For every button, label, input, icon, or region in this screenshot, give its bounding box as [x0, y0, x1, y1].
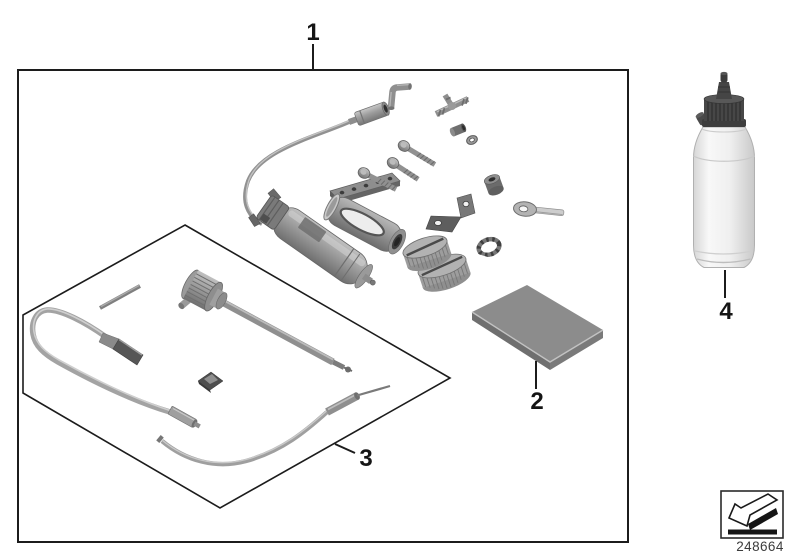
- hex-socket-screw: [386, 157, 420, 182]
- legend-box: [720, 490, 784, 539]
- callout-2: 2: [530, 388, 544, 415]
- washer: [466, 135, 478, 145]
- hex-socket-screw: [397, 140, 437, 167]
- callout-1: 1: [306, 19, 320, 46]
- rubber-bushing: [483, 174, 504, 196]
- callout-4: 4: [719, 298, 733, 325]
- valve-tool: [178, 269, 353, 373]
- cloth-pad: [471, 285, 604, 370]
- return-part-arrow-icon: [727, 493, 779, 535]
- tool-kit-box-outline: [17, 69, 629, 543]
- t-fitting: [434, 93, 470, 117]
- leader-lines: [312, 44, 726, 454]
- sealant-cartridge: [248, 188, 376, 289]
- holder-bracket: [323, 193, 406, 255]
- hose-with-handle: [29, 307, 201, 429]
- drawing-number: 248664: [736, 539, 784, 554]
- retaining-clip: [197, 371, 224, 393]
- angle-bracket: [425, 193, 476, 233]
- callout-3: 3: [359, 445, 373, 472]
- filler-hose-with-connector: [243, 101, 390, 226]
- nut: [449, 123, 467, 137]
- knurled-adapter-discs: [417, 253, 471, 292]
- knurled-adapter-discs: [402, 235, 452, 272]
- hose-clamp: [476, 236, 502, 262]
- bowden-cable: [156, 384, 391, 467]
- hex-rod: [99, 284, 141, 310]
- elbow-fitting: [387, 83, 412, 110]
- sealant-bottle: [693, 71, 755, 268]
- tray-outline: [22, 224, 452, 509]
- hex-socket-screw: [357, 167, 398, 192]
- eyelet-tool: [513, 201, 565, 217]
